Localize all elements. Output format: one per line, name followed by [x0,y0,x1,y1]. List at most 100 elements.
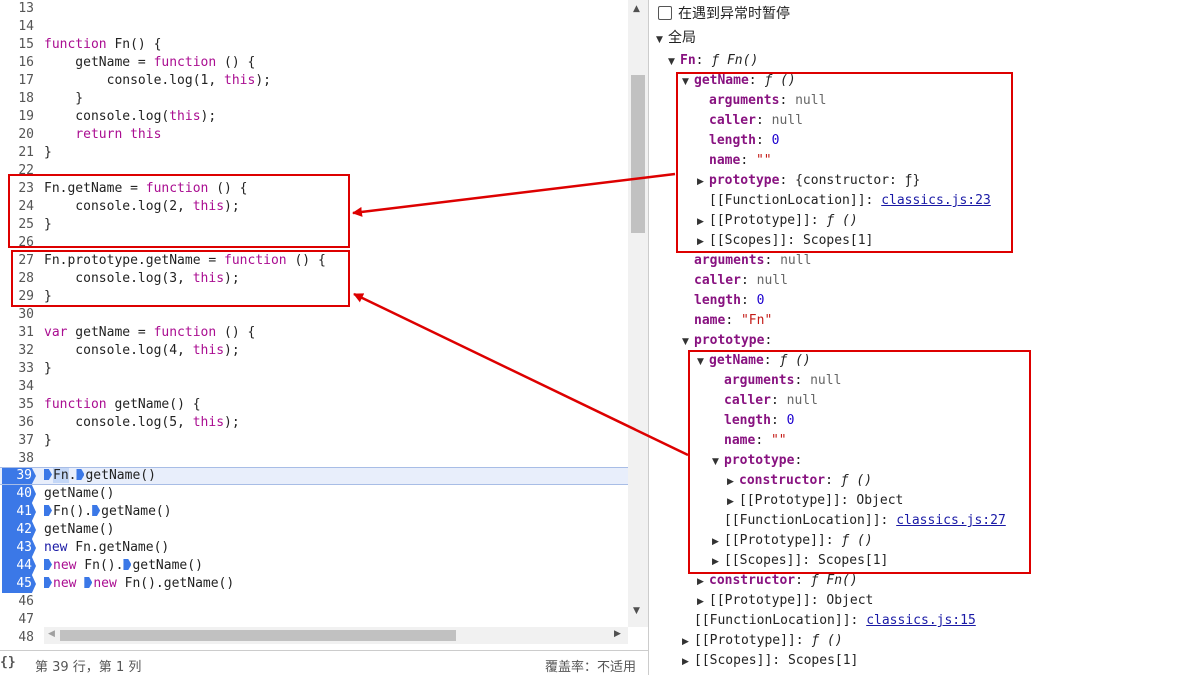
line-number[interactable]: 47 [18,612,34,627]
expanded-triangle-icon[interactable]: ▼ [682,77,689,87]
tree-node-getname[interactable]: ▼getName: ƒ () [697,351,811,371]
scroll-right-icon[interactable]: ▶ [614,629,621,639]
tree-node[interactable]: name: "Fn" [694,313,773,328]
tree-node[interactable]: ▶[[Scopes]]: Scopes[1] [682,651,858,671]
line-number[interactable]: 15 [18,37,34,52]
scroll-up-icon[interactable]: ▲ [633,4,640,14]
inline-breakpoint-icon[interactable] [44,505,52,516]
line-number[interactable]: 14 [18,19,34,34]
collapsed-triangle-icon[interactable]: ▶ [727,477,734,487]
collapsed-triangle-icon[interactable]: ▶ [712,557,719,567]
editor-horizontal-scrollbar[interactable]: ◀ ▶ [44,627,628,644]
line-number[interactable]: 13 [18,1,34,16]
line-number[interactable]: 38 [18,451,34,466]
collapsed-triangle-icon[interactable]: ▶ [697,237,704,247]
line-number[interactable]: 30 [18,307,34,322]
tree-node[interactable]: caller: null [694,273,788,288]
scrollbar-thumb[interactable] [60,630,456,641]
line-number[interactable]: 28 [18,271,34,286]
tree-node[interactable]: ▶[[Prototype]]: Object [697,591,873,611]
tree-node[interactable]: [[FunctionLocation]]: classics.js:23 [709,193,991,208]
tree-node-fn[interactable]: ▼Fn: ƒ Fn() [668,51,758,71]
tree-node[interactable]: arguments: null [709,93,827,108]
breakpoint-marker[interactable]: 40 [2,485,36,503]
line-number[interactable]: 34 [18,379,34,394]
tree-node[interactable]: arguments: null [694,253,812,268]
breakpoint-marker[interactable]: 41 [2,503,36,521]
scrollbar-thumb[interactable] [631,75,645,233]
tree-node[interactable]: name: "" [724,433,787,448]
tree-node[interactable]: caller: null [724,393,818,408]
inline-breakpoint-icon[interactable] [76,469,85,480]
line-number[interactable]: 20 [18,127,34,142]
collapsed-triangle-icon[interactable]: ▶ [697,217,704,227]
collapsed-triangle-icon[interactable]: ▶ [697,177,704,187]
tree-node[interactable]: [[FunctionLocation]]: classics.js:27 [724,513,1006,528]
expanded-triangle-icon[interactable]: ▼ [668,57,675,67]
collapsed-triangle-icon[interactable]: ▶ [712,537,719,547]
line-number[interactable]: 19 [18,109,34,124]
pause-on-exceptions[interactable]: 在遇到异常时暂停 [658,4,790,24]
line-number[interactable]: 23 [18,181,34,196]
editor-vertical-scrollbar[interactable]: ▲ ▼ [628,0,648,627]
line-number[interactable]: 32 [18,343,34,358]
inline-breakpoint-icon[interactable] [44,559,52,570]
expanded-triangle-icon[interactable]: ▼ [697,357,704,367]
line-number[interactable]: 35 [18,397,34,412]
expanded-triangle-icon[interactable]: ▼ [682,337,689,347]
line-number[interactable]: 27 [18,253,34,268]
line-number[interactable]: 33 [18,361,34,376]
tree-node[interactable]: ▶[[Scopes]]: Scopes[1] [697,231,873,251]
tree-node[interactable]: caller: null [709,113,803,128]
line-number[interactable]: 17 [18,73,34,88]
tree-node-prototype[interactable]: ▼prototype: [712,451,802,471]
tree-node[interactable]: length: 0 [694,293,765,308]
line-number[interactable]: 18 [18,91,34,106]
collapsed-triangle-icon[interactable]: ▶ [727,497,734,507]
line-number[interactable]: 24 [18,199,34,214]
tree-node-getname[interactable]: ▼getName: ƒ () [682,71,796,91]
checkbox[interactable] [658,6,672,20]
scroll-down-icon[interactable]: ▼ [633,606,640,616]
tree-node[interactable]: ▶[[Prototype]]: ƒ () [682,631,843,651]
inline-breakpoint-icon[interactable] [84,577,93,588]
line-number[interactable]: 29 [18,289,34,304]
tree-node[interactable]: length: 0 [709,133,780,148]
collapsed-triangle-icon[interactable]: ▶ [697,577,704,587]
inline-breakpoint-icon[interactable] [92,505,101,516]
line-number[interactable]: 37 [18,433,34,448]
source-link[interactable]: classics.js:27 [896,513,1006,528]
collapsed-triangle-icon[interactable]: ▶ [682,657,689,667]
tree-node[interactable]: ▶constructor: ƒ Fn() [697,571,858,591]
line-number[interactable]: 16 [18,55,34,70]
tree-node[interactable]: ▶[[Prototype]]: ƒ () [712,531,873,551]
scroll-left-icon[interactable]: ◀ [48,629,55,639]
scope-global[interactable]: ▼全局 [656,28,696,48]
tree-node[interactable]: length: 0 [724,413,795,428]
breakpoint-marker[interactable]: 45 [2,575,36,593]
collapsed-triangle-icon[interactable]: ▶ [682,637,689,647]
tree-node[interactable]: name: "" [709,153,772,168]
tree-node[interactable]: ▶[[Prototype]]: ƒ () [697,211,858,231]
panel-divider[interactable] [648,0,649,675]
source-link[interactable]: classics.js:15 [866,613,976,628]
line-number[interactable]: 46 [18,594,34,609]
line-number[interactable]: 31 [18,325,34,340]
line-number[interactable]: 21 [18,145,34,160]
tree-node[interactable]: ▶prototype: {constructor: ƒ} [697,171,920,191]
line-number[interactable]: 22 [18,163,34,178]
expanded-triangle-icon[interactable]: ▼ [656,35,663,45]
breakpoint-marker[interactable]: 39 [2,468,36,484]
source-link[interactable]: classics.js:23 [881,193,991,208]
inline-breakpoint-icon[interactable] [44,577,52,588]
line-number[interactable]: 26 [18,235,34,250]
collapsed-triangle-icon[interactable]: ▶ [697,597,704,607]
inline-breakpoint-icon[interactable] [44,469,52,480]
line-number[interactable]: 36 [18,415,34,430]
breakpoint-marker[interactable]: 43 [2,539,36,557]
tree-node[interactable]: ▶[[Prototype]]: Object [727,491,903,511]
tree-node[interactable]: ▶[[Scopes]]: Scopes[1] [712,551,888,571]
line-number[interactable]: 25 [18,217,34,232]
pretty-print-button[interactable]: {} [0,655,16,670]
